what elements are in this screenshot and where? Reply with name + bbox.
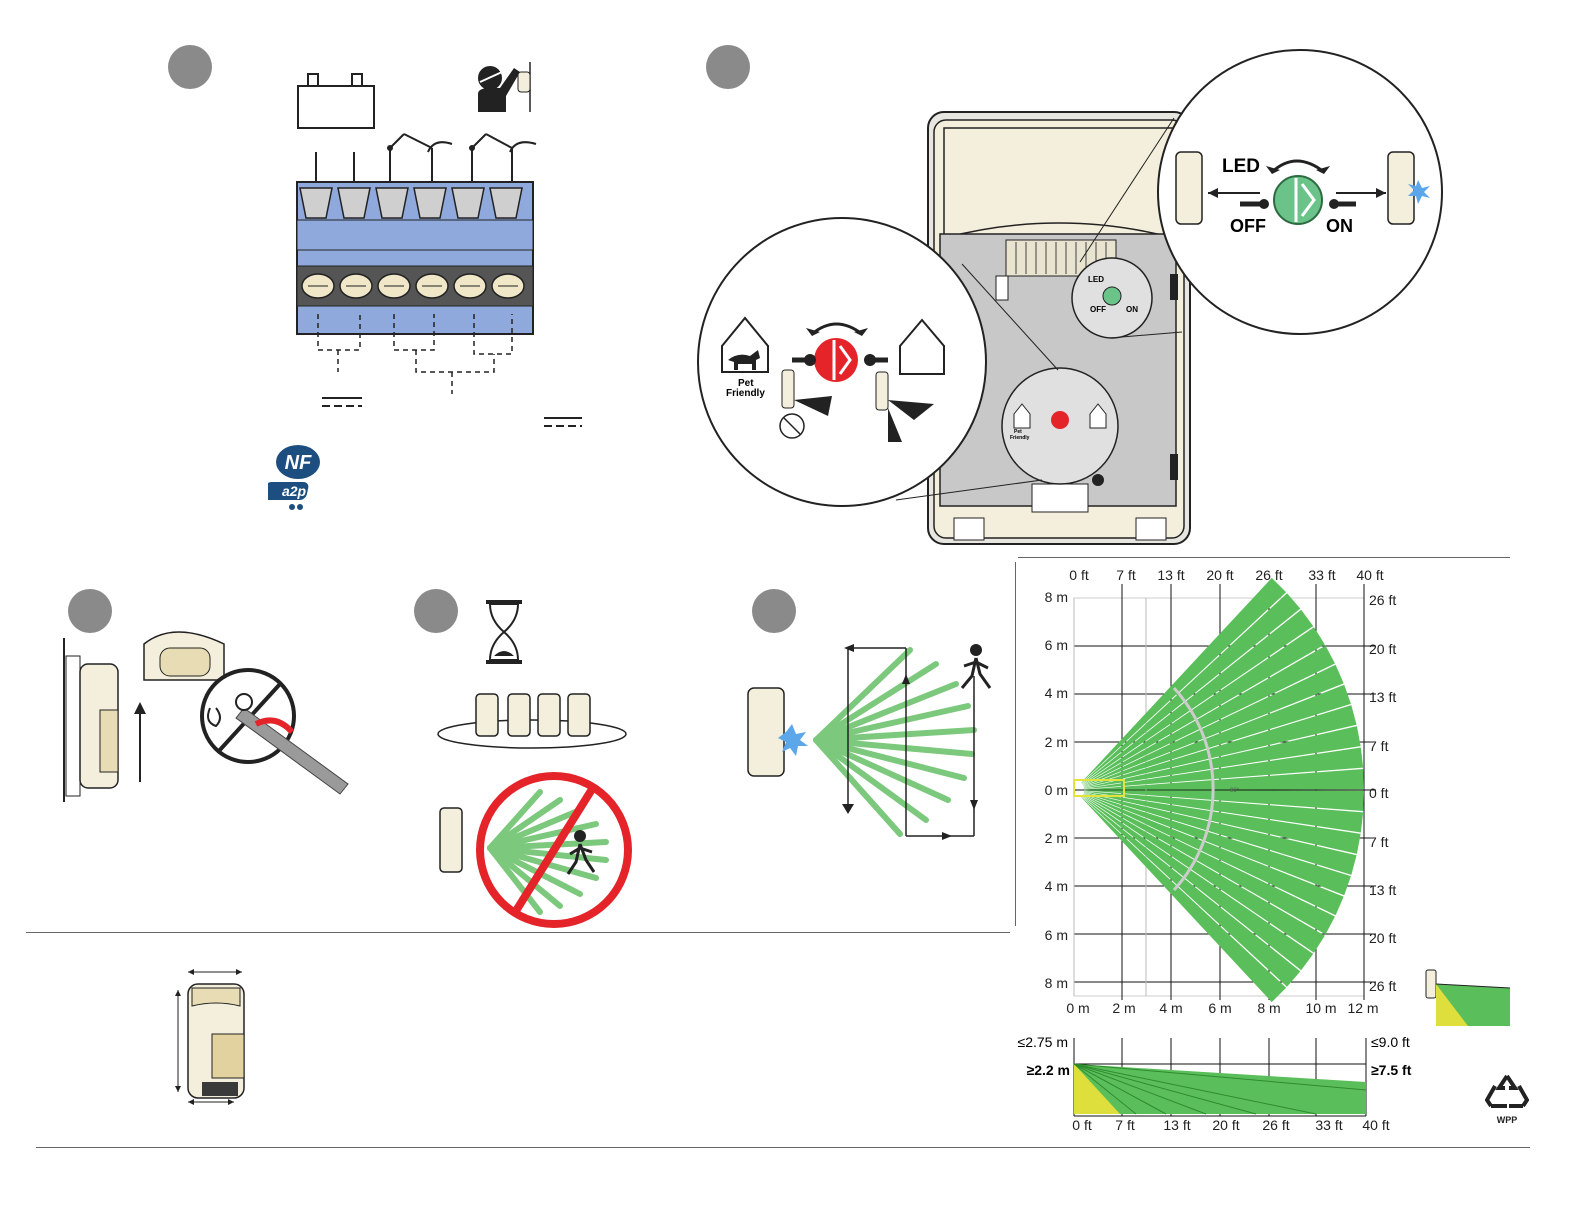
left-axis-tick-3: 2 m [1045,734,1068,750]
side-legend-mini [1424,966,1514,1030]
wiring-diagram [280,52,600,432]
mini-led-label: LED [1088,275,1104,284]
right-axis-tick-4: 0 ft [1369,785,1389,801]
top-axis-tick-0: 0 ft [1069,567,1089,583]
pet-label-line2: Friendly [726,388,765,399]
left-axis-tick-6: 4 m [1045,878,1068,894]
right-axis-tick-6: 13 ft [1369,882,1396,898]
side-axis-tick-3: 20 ft [1212,1117,1239,1133]
led-title: LED [1222,156,1260,177]
bottom-axis-tick-5: 10 m [1305,1000,1336,1016]
right-axis-tick-8: 26 ft [1369,978,1396,994]
bottom-axis-tick-4: 8 m [1257,1000,1280,1016]
side-min-ft: ≥7.5 ft [1371,1062,1412,1078]
left-axis-tick-2: 4 m [1045,685,1068,701]
divider-bottom [36,1147,1530,1148]
coverage-pattern-chart: 90° 0 ft 7 ft 13 ft 20 ft 26 ft 33 ft 40… [1016,560,1416,1142]
a2p-logo-text: a2p [282,483,307,499]
top-axis-tick-2: 13 ft [1157,567,1184,583]
mini-pet-line2: Friendly [1010,435,1030,441]
coverage-angle-label: 90° [1230,788,1240,794]
top-axis-tick-3: 20 ft [1206,567,1233,583]
nf-a2p-logo: NF a2p [268,442,328,514]
left-axis-tick-7: 6 m [1045,927,1068,943]
side-axis-tick-1: 7 ft [1115,1117,1135,1133]
divider-middle [26,932,1010,933]
left-axis-tick-8: 8 m [1045,975,1068,991]
dimensions-drawing [168,964,268,1110]
left-axis-tick-5: 2 m [1045,830,1068,846]
top-axis-tick-4: 26 ft [1255,567,1282,583]
top-axis-tick-1: 7 ft [1116,567,1136,583]
right-axis-tick-0: 26 ft [1369,592,1396,608]
side-min-m: ≥2.2 m [1027,1062,1070,1078]
nf-logo-text: NF [285,452,312,474]
side-axis-tick-2: 13 ft [1163,1117,1190,1133]
left-axis-tick-0: 8 m [1045,589,1068,605]
right-axis-tick-5: 7 ft [1369,834,1389,850]
top-axis-tick-5: 33 ft [1308,567,1335,583]
left-axis-tick-1: 6 m [1045,637,1068,653]
side-max-ft: ≤9.0 ft [1371,1034,1410,1050]
coverage-test-diagram [740,640,1000,840]
walk-test-diagram [430,596,650,932]
left-axis-tick-4: 0 m [1045,782,1068,798]
right-axis-tick-7: 20 ft [1369,930,1396,946]
step-badge-1 [168,45,212,89]
divider-top-right [1018,557,1510,558]
mini-on-label: ON [1126,305,1138,314]
led-on-label: ON [1326,216,1353,236]
top-axis-tick-6: 40 ft [1356,567,1383,583]
bottom-axis-tick-1: 2 m [1112,1000,1135,1016]
right-axis-tick-2: 13 ft [1369,689,1396,705]
mini-off-label: OFF [1090,305,1106,314]
side-axis-tick-0: 0 ft [1072,1117,1092,1133]
bottom-axis-tick-3: 6 m [1208,1000,1231,1016]
detector-callout-diagram: LED OFF ON Pet Friendly LED OFF ON Pet F… [696,48,1456,552]
wpp-label: WPP [1484,1115,1530,1125]
right-axis-tick-1: 20 ft [1369,641,1396,657]
side-axis-tick-5: 33 ft [1315,1117,1342,1133]
right-axis-tick-3: 7 ft [1369,738,1389,754]
mounting-diagram [60,620,360,810]
step-badge-5 [752,589,796,633]
recycle-icon [1485,1072,1529,1112]
bottom-axis-tick-2: 4 m [1159,1000,1182,1016]
side-axis-tick-6: 40 ft [1362,1117,1389,1133]
bottom-axis-tick-0: 0 m [1066,1000,1089,1016]
wpp-recycle-logo: WPP [1484,1072,1530,1125]
bottom-axis-tick-6: 12 m [1347,1000,1378,1016]
side-axis-tick-4: 26 ft [1262,1117,1289,1133]
led-off-label: OFF [1230,216,1266,236]
side-max-m: ≤2.75 m [1018,1034,1068,1050]
